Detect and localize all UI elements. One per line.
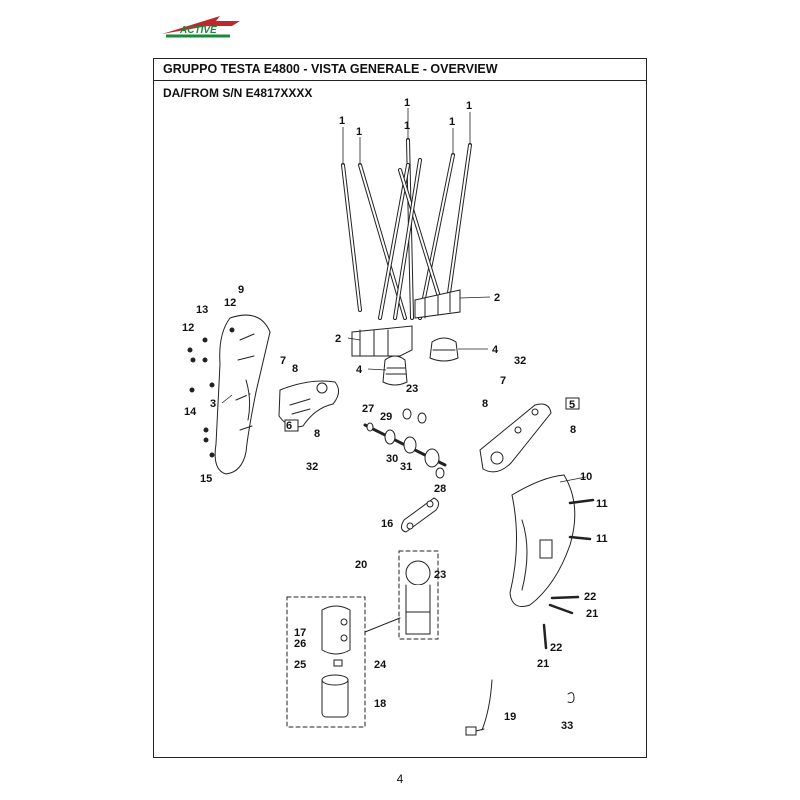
callout-1: 1 [404, 97, 410, 109]
callout-2: 2 [494, 292, 500, 304]
callout-31: 31 [400, 461, 412, 473]
callout-13: 13 [196, 304, 208, 316]
rods [341, 138, 472, 320]
right-housing [509, 474, 576, 607]
callout-1: 1 [466, 100, 472, 112]
callout-8: 8 [292, 363, 298, 375]
logo-text: ACTIVE [179, 25, 217, 36]
link-arm [400, 497, 440, 533]
callout-20: 20 [355, 559, 367, 571]
motor-assembly [398, 550, 439, 640]
callout-25: 25 [294, 659, 306, 671]
bracket-left [278, 380, 339, 432]
motor-housing [321, 605, 351, 718]
shaft-assembly [363, 408, 447, 479]
callout-23: 23 [434, 569, 446, 581]
left-handle-housing [214, 314, 271, 475]
callout-14: 14 [184, 406, 197, 418]
callout-21: 21 [586, 608, 598, 620]
callout-32: 32 [514, 355, 526, 367]
rod-holders [351, 289, 461, 357]
callout-8: 8 [570, 424, 576, 436]
callout-12: 12 [224, 297, 236, 309]
motor-group-box [286, 596, 401, 728]
left-screws [187, 327, 235, 458]
callout-4: 4 [492, 344, 499, 356]
callout-15: 15 [200, 473, 212, 485]
callout-29: 29 [380, 411, 392, 423]
callout-4: 4 [356, 364, 363, 376]
callout-1: 1 [356, 126, 362, 138]
rubber-boots [382, 337, 459, 386]
callout-23: 23 [406, 383, 418, 395]
page-number: 4 [396, 772, 404, 786]
callout-26: 26 [294, 638, 306, 650]
callout-1: 1 [339, 115, 345, 127]
callout-17: 17 [294, 627, 306, 639]
callout-16: 16 [381, 518, 393, 530]
clip [567, 692, 575, 703]
callout-33: 33 [561, 720, 573, 732]
callout-21: 21 [537, 658, 549, 670]
callout-1: 1 [404, 120, 410, 132]
callout-8: 8 [482, 398, 488, 410]
page-title: GRUPPO TESTA E4800 - VISTA GENERALE - OV… [154, 59, 646, 81]
drawing-frame: GRUPPO TESTA E4800 - VISTA GENERALE - OV… [153, 58, 647, 758]
callout-6: 6 [286, 420, 292, 432]
callout-7: 7 [500, 375, 506, 387]
callout-8: 8 [314, 428, 320, 440]
bracket-right [479, 397, 580, 473]
callout-2: 2 [335, 333, 341, 345]
callout-22: 22 [550, 642, 562, 654]
callout-32: 32 [306, 461, 318, 473]
callout-9: 9 [238, 284, 244, 296]
callout-28: 28 [434, 483, 446, 495]
callout-11: 11 [596, 498, 608, 510]
callout-5: 5 [569, 399, 575, 411]
callout-18: 18 [374, 698, 386, 710]
callout-1: 1 [449, 116, 455, 128]
callout-22: 22 [584, 591, 596, 603]
bolts-right [542, 498, 595, 650]
serial-subtitle: DA/FROM S/N E4817XXXX [163, 86, 313, 100]
callout-7: 7 [280, 355, 286, 367]
callout-11: 11 [596, 533, 608, 545]
callout-30: 30 [386, 453, 398, 465]
callout-3: 3 [210, 398, 216, 410]
active-logo: ACTIVE [160, 12, 242, 40]
callout-10: 10 [580, 471, 592, 483]
callout-27: 27 [362, 403, 374, 415]
callout-24: 24 [374, 659, 387, 671]
callout-19: 19 [504, 711, 516, 723]
callout-labels: 1 1 1 1 1 1 2 2 3 4 4 5 6 7 7 8 8 8 8 9 … [182, 97, 608, 732]
cable [465, 679, 493, 736]
leader-lines [221, 108, 587, 483]
callout-12: 12 [182, 322, 194, 334]
